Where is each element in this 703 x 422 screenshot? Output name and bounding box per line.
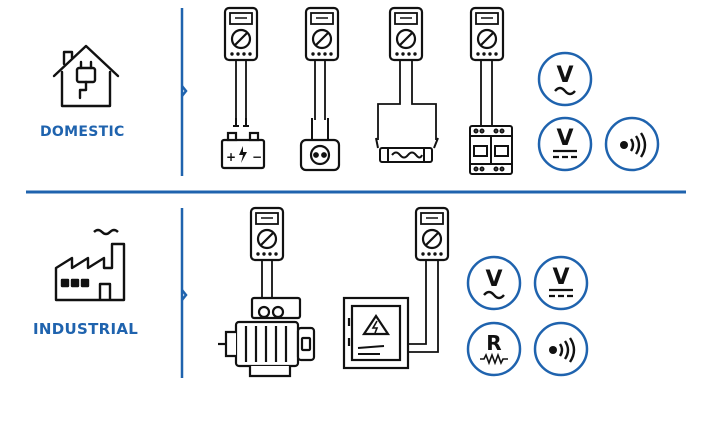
badge-continuity	[604, 116, 660, 172]
svg-text:+: +	[226, 150, 236, 164]
multimeter-battery: + −	[220, 6, 266, 170]
house-icon	[52, 44, 120, 108]
industrial-bracket	[180, 208, 188, 378]
section-label-domestic: DOMESTIC	[40, 124, 125, 140]
badge-volt-text: V	[556, 126, 573, 151]
badge-dc-voltage: V	[537, 116, 593, 172]
fuse-icon	[375, 137, 439, 163]
breaker-icon	[469, 125, 513, 175]
badge-volt-text: V	[552, 265, 569, 290]
multimeter-electrical-panel	[342, 206, 450, 370]
socket-icon	[299, 138, 341, 172]
badge-ac-voltage: V	[537, 51, 593, 107]
badge-resistance: R	[466, 321, 522, 377]
badge-ac-voltage: V	[466, 255, 522, 311]
factory-icon	[54, 228, 126, 302]
electrical-panel-icon	[342, 296, 410, 370]
domestic-bracket	[180, 8, 188, 176]
badge-volt-text: V	[485, 267, 502, 292]
multimeter-fuse	[375, 6, 439, 163]
badge-resistance-text: R	[486, 331, 501, 355]
badge-continuity	[533, 321, 589, 377]
multimeter-socket	[299, 6, 341, 172]
badge-dc-voltage: V	[533, 255, 589, 311]
multimeter-motor	[218, 206, 316, 378]
motor-icon	[218, 296, 316, 378]
badge-volt-text: V	[556, 63, 573, 88]
svg-text:−: −	[252, 150, 262, 164]
multimeter-breaker	[469, 6, 513, 175]
section-label-industrial: INDUSTRIAL	[33, 320, 139, 338]
